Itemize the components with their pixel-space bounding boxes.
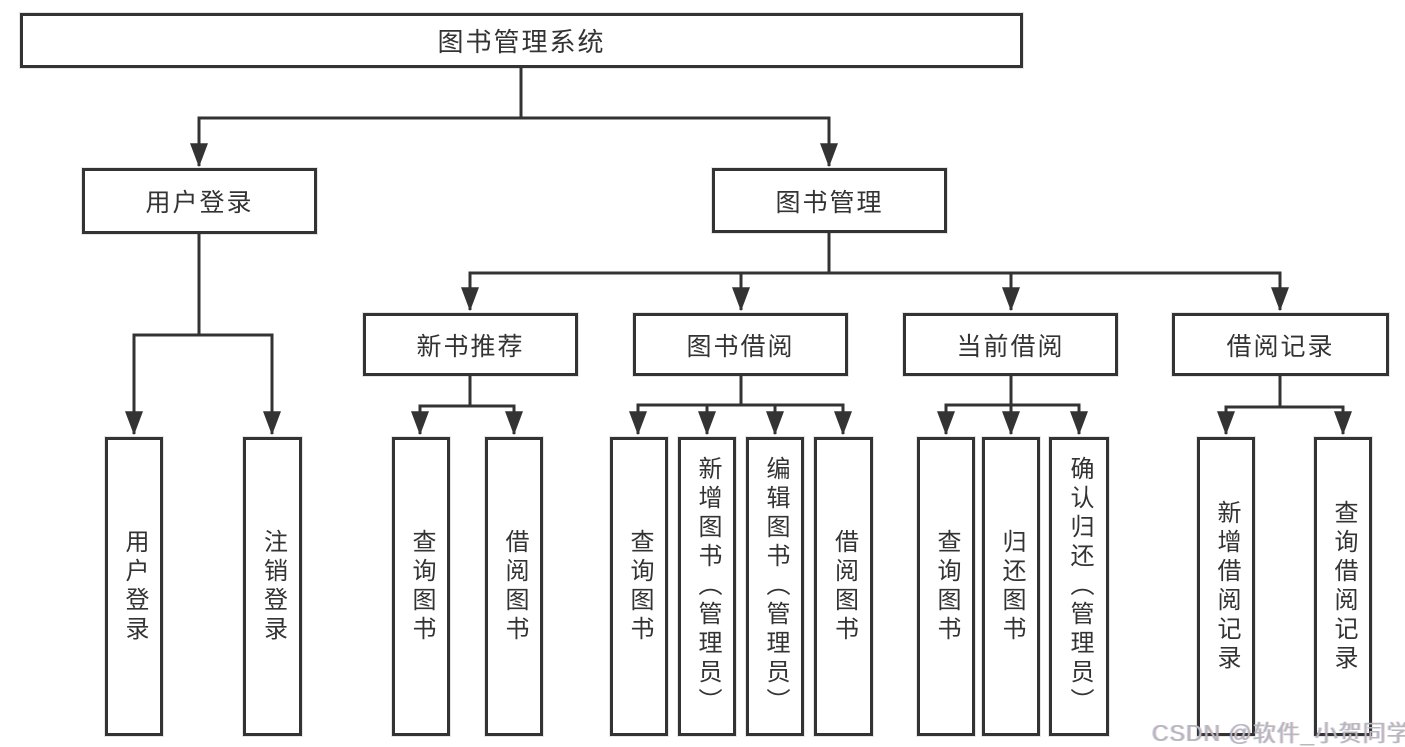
leaf-query-books-borrowing-label: 查询图书 [626,528,653,645]
leaf-borrow-books-recommend-label: 借阅图书 [501,528,528,645]
leaf-return-books-label: 归还图书 [998,528,1025,645]
node-borrowing-records: 借阅记录 [1172,313,1389,376]
leaf-confirm-return-admin: 确认归还（管理员） [1049,437,1109,736]
leaf-user-login: 用户登录 [105,437,163,736]
csdn-watermark: CSDN @软件_小贺同学 [1152,720,1405,746]
leaf-query-books-borrowing: 查询图书 [610,437,668,736]
leaf-borrow-books-recommend: 借阅图书 [485,437,543,736]
leaf-query-books-recommend: 查询图书 [392,437,450,736]
node-user-login-label: 用户登录 [145,189,254,217]
node-new-book-recommend: 新书推荐 [363,313,578,376]
leaf-add-borrow-record: 新增借阅记录 [1197,437,1255,736]
node-book-borrowing-label: 图书借阅 [686,332,795,361]
node-current-borrowing-label: 当前借阅 [956,332,1065,361]
leaf-logout: 注销登录 [243,437,302,736]
leaf-add-books-admin: 新增图书（管理员） [678,437,736,736]
node-current-borrowing: 当前借阅 [903,313,1118,376]
leaf-add-books-admin-label: 新增图书（管理员） [694,456,721,717]
node-library-system-label: 图书管理系统 [437,27,606,57]
leaf-query-borrow-record: 查询借阅记录 [1314,437,1372,736]
leaf-confirm-return-admin-label: 确认归还（管理员） [1066,456,1093,717]
leaf-return-books: 归还图书 [982,437,1040,736]
node-book-borrowing: 图书借阅 [633,313,848,376]
leaf-query-books-recommend-label: 查询图书 [408,528,435,645]
leaf-edit-books-admin: 编辑图书（管理员） [746,437,804,736]
leaf-borrow-books-label: 借阅图书 [830,528,858,645]
leaf-query-books-current-label: 查询图书 [933,528,960,645]
node-book-management: 图书管理 [712,168,947,233]
leaf-add-borrow-record-label: 新增借阅记录 [1213,499,1240,674]
leaf-borrow-books: 借阅图书 [814,437,873,736]
leaf-logout-label: 注销登录 [259,528,287,645]
leaf-user-login-label: 用户登录 [121,528,148,645]
node-book-management-label: 图书管理 [775,188,884,217]
leaf-query-borrow-record-label: 查询借阅记录 [1330,499,1357,674]
node-user-login: 用户登录 [82,168,317,234]
node-new-book-recommend-label: 新书推荐 [416,332,525,361]
leaf-edit-books-admin-label: 编辑图书（管理员） [762,456,789,717]
node-borrowing-records-label: 借阅记录 [1226,332,1335,361]
leaf-query-books-current: 查询图书 [917,437,975,736]
node-library-system: 图书管理系统 [20,13,1023,68]
